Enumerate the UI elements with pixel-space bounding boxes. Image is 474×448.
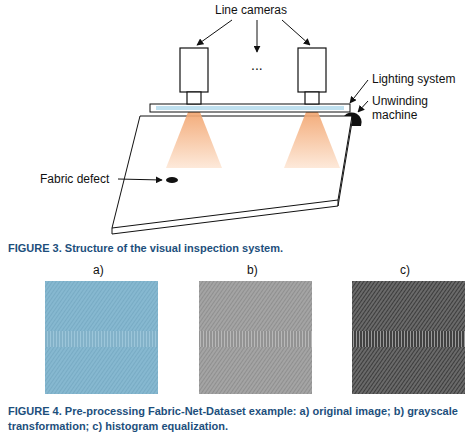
- panel-label: c): [400, 263, 410, 277]
- figure-caption: FIGURE 4. Pre-processing Fabric-Net-Data…: [8, 404, 468, 434]
- line-camera: [180, 48, 208, 104]
- leader-arrows: [118, 20, 368, 180]
- lighting-strip: [156, 106, 344, 110]
- line-camera: [298, 48, 326, 104]
- fabric-image-grayscale: [199, 281, 312, 394]
- part-label: Lighting system: [372, 72, 455, 86]
- part-label: Fabric defect: [40, 172, 109, 186]
- unwinding-roller: [344, 112, 362, 126]
- part-label: Unwinding machine: [372, 94, 452, 122]
- fabric-image-equalized: [352, 281, 465, 394]
- panel-label: b): [247, 263, 258, 277]
- part-label: Line cameras: [215, 3, 287, 17]
- panel-label: a): [93, 263, 104, 277]
- defect-mark: [166, 177, 178, 183]
- fabric-image-original: [45, 281, 158, 394]
- lighting-bar: [150, 104, 350, 112]
- light-beam: [284, 112, 340, 168]
- light-beam: [166, 112, 222, 168]
- ellipsis-label: ...: [251, 58, 263, 72]
- figure-caption: FIGURE 3. Structure of the visual inspec…: [8, 241, 468, 256]
